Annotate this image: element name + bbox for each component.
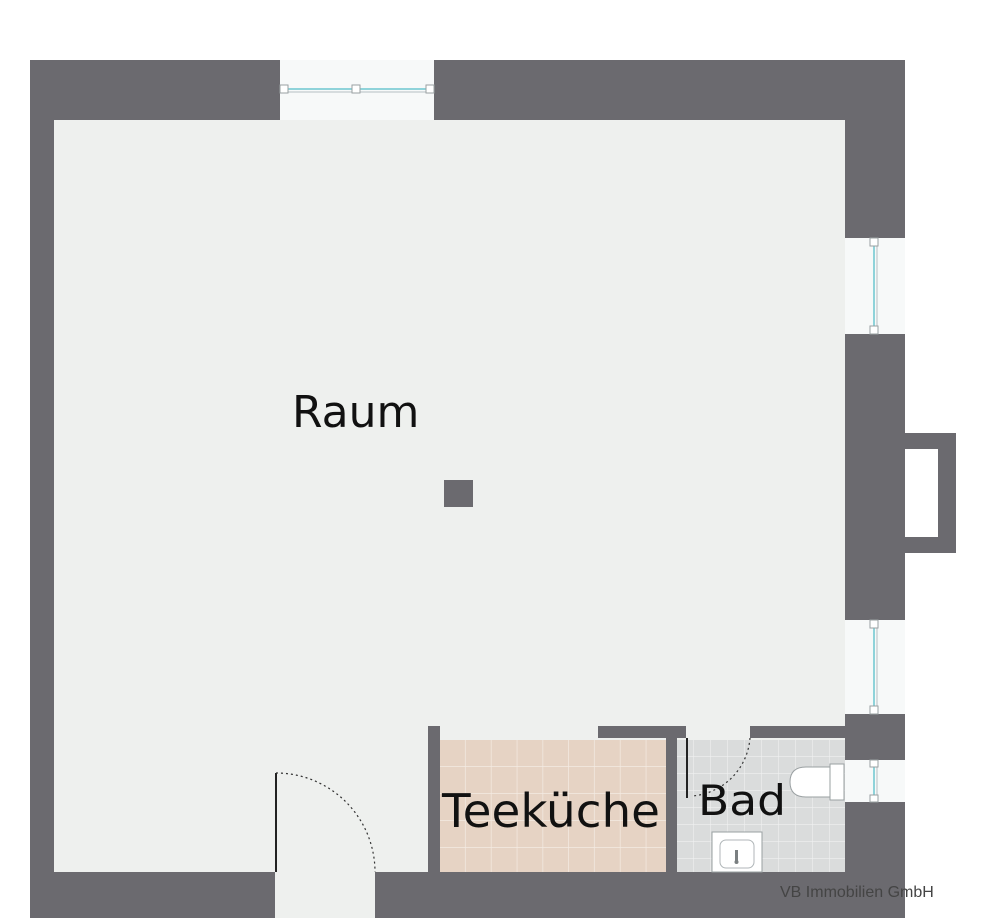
room-label-kitchen: Teeküche xyxy=(441,784,660,838)
wall-kitchen-left xyxy=(428,726,440,872)
column xyxy=(444,480,473,507)
toilet-icon xyxy=(789,763,845,801)
entrance-door xyxy=(275,772,376,873)
wall-top-left xyxy=(30,60,280,120)
kitchen-floor xyxy=(440,740,666,872)
wall-bottom-right xyxy=(375,872,905,918)
entrance-floor xyxy=(275,872,375,918)
window-right-1 xyxy=(845,237,905,335)
window-right-2 xyxy=(845,619,905,715)
wall-right-1 xyxy=(845,60,905,238)
room-label-bathroom: Bad xyxy=(698,776,786,825)
wall-kitchen-top-stub xyxy=(598,726,686,738)
wall-top-right xyxy=(434,60,905,120)
sink-icon xyxy=(711,831,763,873)
wall-right-3 xyxy=(845,714,905,760)
room-label-main: Raum xyxy=(292,387,419,438)
wall-left xyxy=(30,60,54,918)
wall-bottom-left xyxy=(30,872,275,918)
window-top xyxy=(279,60,435,120)
chimney xyxy=(905,433,956,553)
interior-walls xyxy=(428,726,845,872)
wall-kitchen-bath-divider xyxy=(666,726,677,872)
wall-right-2 xyxy=(845,334,905,620)
credit-text: VB Immobilien GmbH xyxy=(780,884,934,901)
wall-bath-top xyxy=(750,726,845,738)
window-right-3 xyxy=(845,759,905,803)
outer-walls xyxy=(30,60,905,918)
bathroom-door xyxy=(686,737,751,798)
